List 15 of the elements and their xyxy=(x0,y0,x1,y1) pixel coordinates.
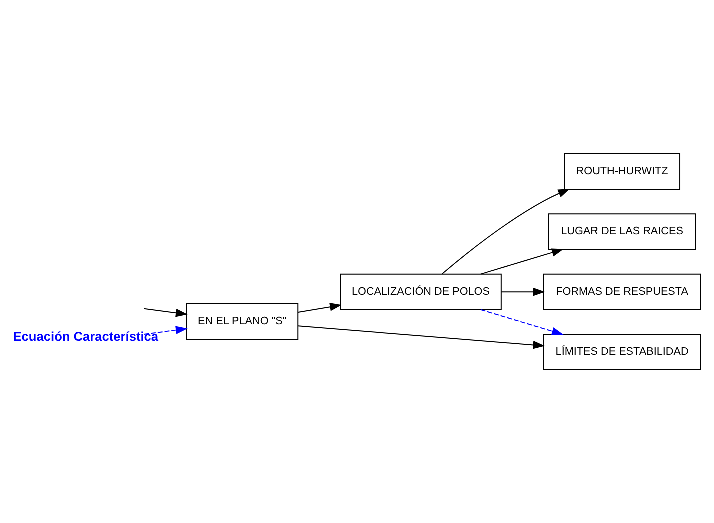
arrow xyxy=(501,287,546,296)
arrow xyxy=(298,302,342,312)
arrow xyxy=(442,188,570,274)
arrow xyxy=(480,308,564,335)
node-box: LÍMITES DE ESTABILIDAD xyxy=(543,334,702,370)
arrow xyxy=(298,325,546,349)
node-box: EN EL PLANO "S" xyxy=(186,302,299,340)
node-box: FORMAS DE RESPUESTA xyxy=(543,273,702,310)
edge-label: Ecuación Característica xyxy=(13,328,159,344)
arrow xyxy=(144,308,188,317)
arrow xyxy=(144,326,188,335)
node-box: LOCALIZACIÓN DE POLOS xyxy=(340,273,502,310)
node-box: LUGAR DE LAS RAICES xyxy=(548,213,696,250)
node-box: ROUTH-HURWITZ xyxy=(564,152,681,190)
arrow xyxy=(480,248,564,274)
